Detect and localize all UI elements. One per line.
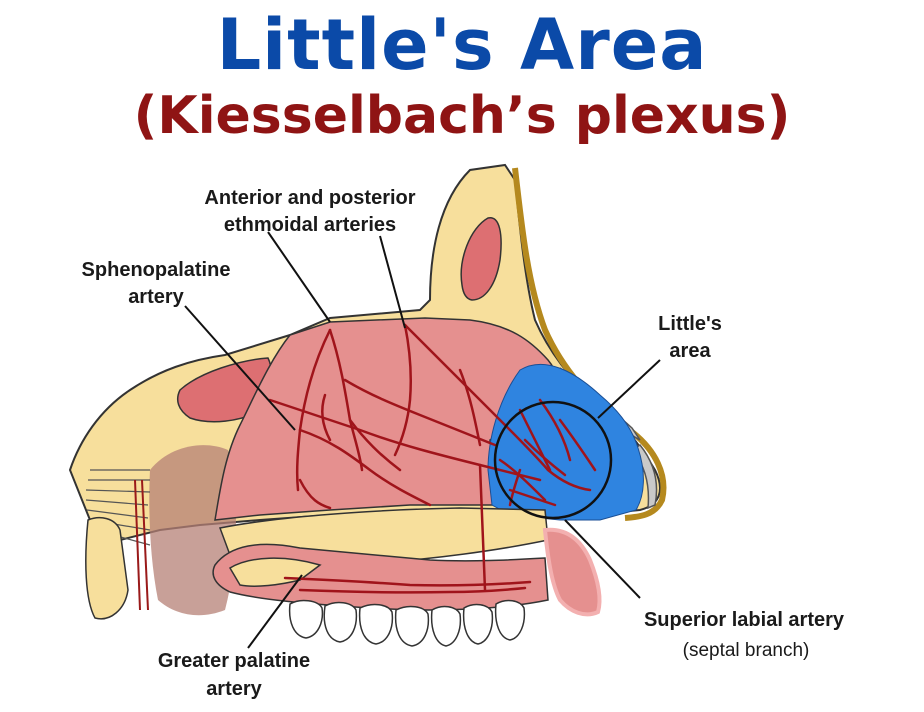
label-littles-line2: area xyxy=(669,340,711,362)
label-sphenopalatine-line1: Sphenopalatine xyxy=(82,259,231,281)
page-title: Little's Area xyxy=(216,4,708,86)
label-ethmoidal-line1: Anterior and posterior xyxy=(204,187,415,209)
label-septal-branch: (septal branch) xyxy=(683,640,810,661)
arteries xyxy=(268,323,597,594)
leader-greater-palatine xyxy=(247,574,303,649)
littles-area-circle xyxy=(493,400,613,520)
label-greater-palatine-line1: Greater palatine xyxy=(158,650,310,672)
label-ethmoidal-line2: ethmoidal arteries xyxy=(224,214,396,236)
leader-sphenopalatine xyxy=(184,305,296,431)
leader-superior-labial xyxy=(564,519,641,599)
leader-ethmoidal-2 xyxy=(379,235,406,329)
label-greater-palatine-line2: artery xyxy=(206,678,262,700)
page-subtitle: (Kiesselbach’s plexus) xyxy=(133,86,791,146)
label-superior-labial: Superior labial artery xyxy=(644,609,845,631)
frontal-sinus xyxy=(460,217,502,301)
label-littles-line1: Little's xyxy=(658,313,722,335)
septal-mucosa xyxy=(214,317,559,521)
leader-ethmoidal-1 xyxy=(267,231,331,323)
leader-lines xyxy=(184,231,661,649)
teeth xyxy=(288,599,526,647)
upper-lip xyxy=(542,527,602,617)
vertebra xyxy=(85,517,129,620)
leader-littles-area xyxy=(597,359,661,419)
label-sphenopalatine-line2: artery xyxy=(128,286,184,308)
posterior-vessels xyxy=(134,479,149,611)
